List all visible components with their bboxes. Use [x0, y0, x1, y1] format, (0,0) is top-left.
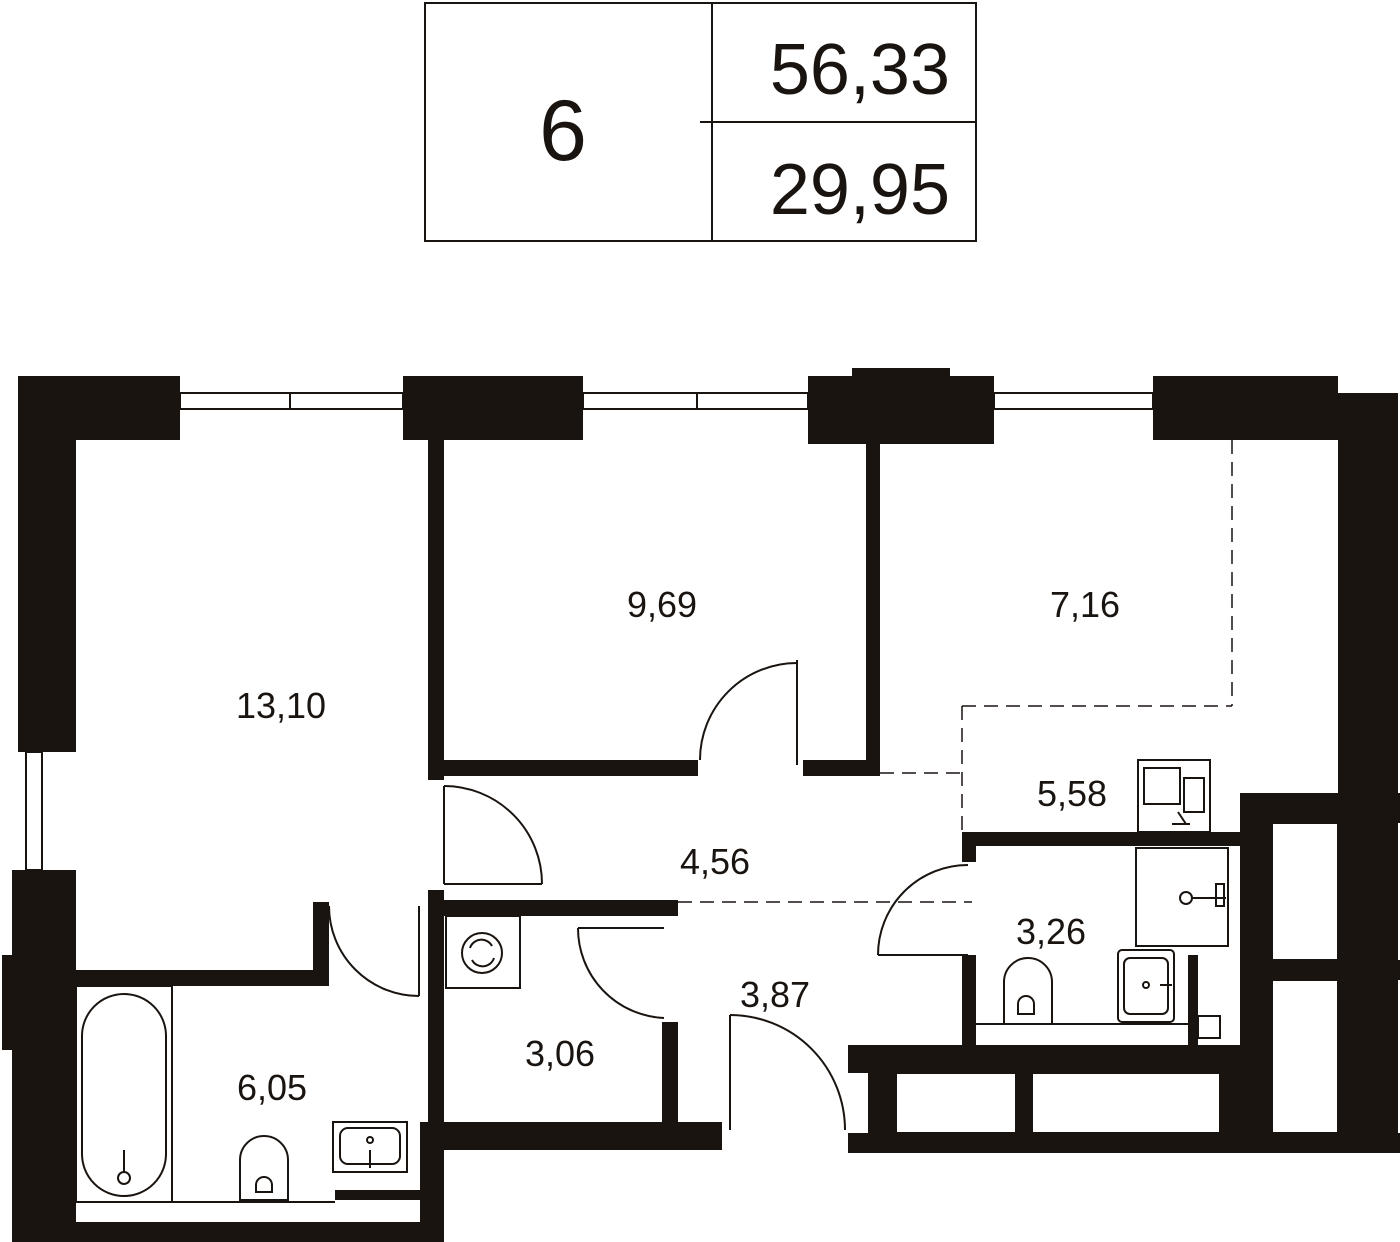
shower-icon — [1135, 847, 1229, 947]
total-area: 56,33 — [770, 30, 950, 110]
doors — [328, 660, 969, 1131]
apartment-number: 6 — [539, 83, 587, 179]
toilet-icon — [239, 1135, 289, 1201]
room-area-room-right: 7,16 — [1050, 584, 1120, 625]
room-area-entry: 3,87 — [740, 974, 810, 1015]
windows — [25, 392, 1339, 1134]
room-area-bedroom-middle: 9,69 — [627, 584, 697, 625]
room-area-laundry: 3,06 — [525, 1033, 595, 1074]
sink-icon — [332, 1121, 408, 1173]
living-area: 29,95 — [770, 150, 950, 230]
room-area-bathroom-small: 3,26 — [1016, 911, 1086, 952]
sink-icon — [1117, 949, 1175, 1023]
walls — [2, 368, 1400, 1242]
room-area-bedroom-left: 13,10 — [236, 685, 326, 726]
room-area-hallway: 4,56 — [680, 841, 750, 882]
zone-dividers — [678, 440, 1233, 903]
room-labels: 13,10 9,69 7,16 5,58 4,56 3,26 3,87 3,06… — [236, 584, 1120, 1108]
header-box: 6 56,33 29,95 — [424, 2, 977, 242]
bathtub-icon — [75, 985, 173, 1203]
stove-icon — [1137, 759, 1211, 833]
toilet-icon — [1003, 957, 1053, 1024]
bathroom-small-fixtures — [976, 949, 1221, 1039]
washing-machine-icon — [445, 915, 521, 989]
room-area-kitchen: 5,58 — [1037, 773, 1107, 814]
bathroom-large-fixtures — [76, 986, 408, 1203]
room-area-bathroom-large: 6,05 — [237, 1067, 307, 1108]
